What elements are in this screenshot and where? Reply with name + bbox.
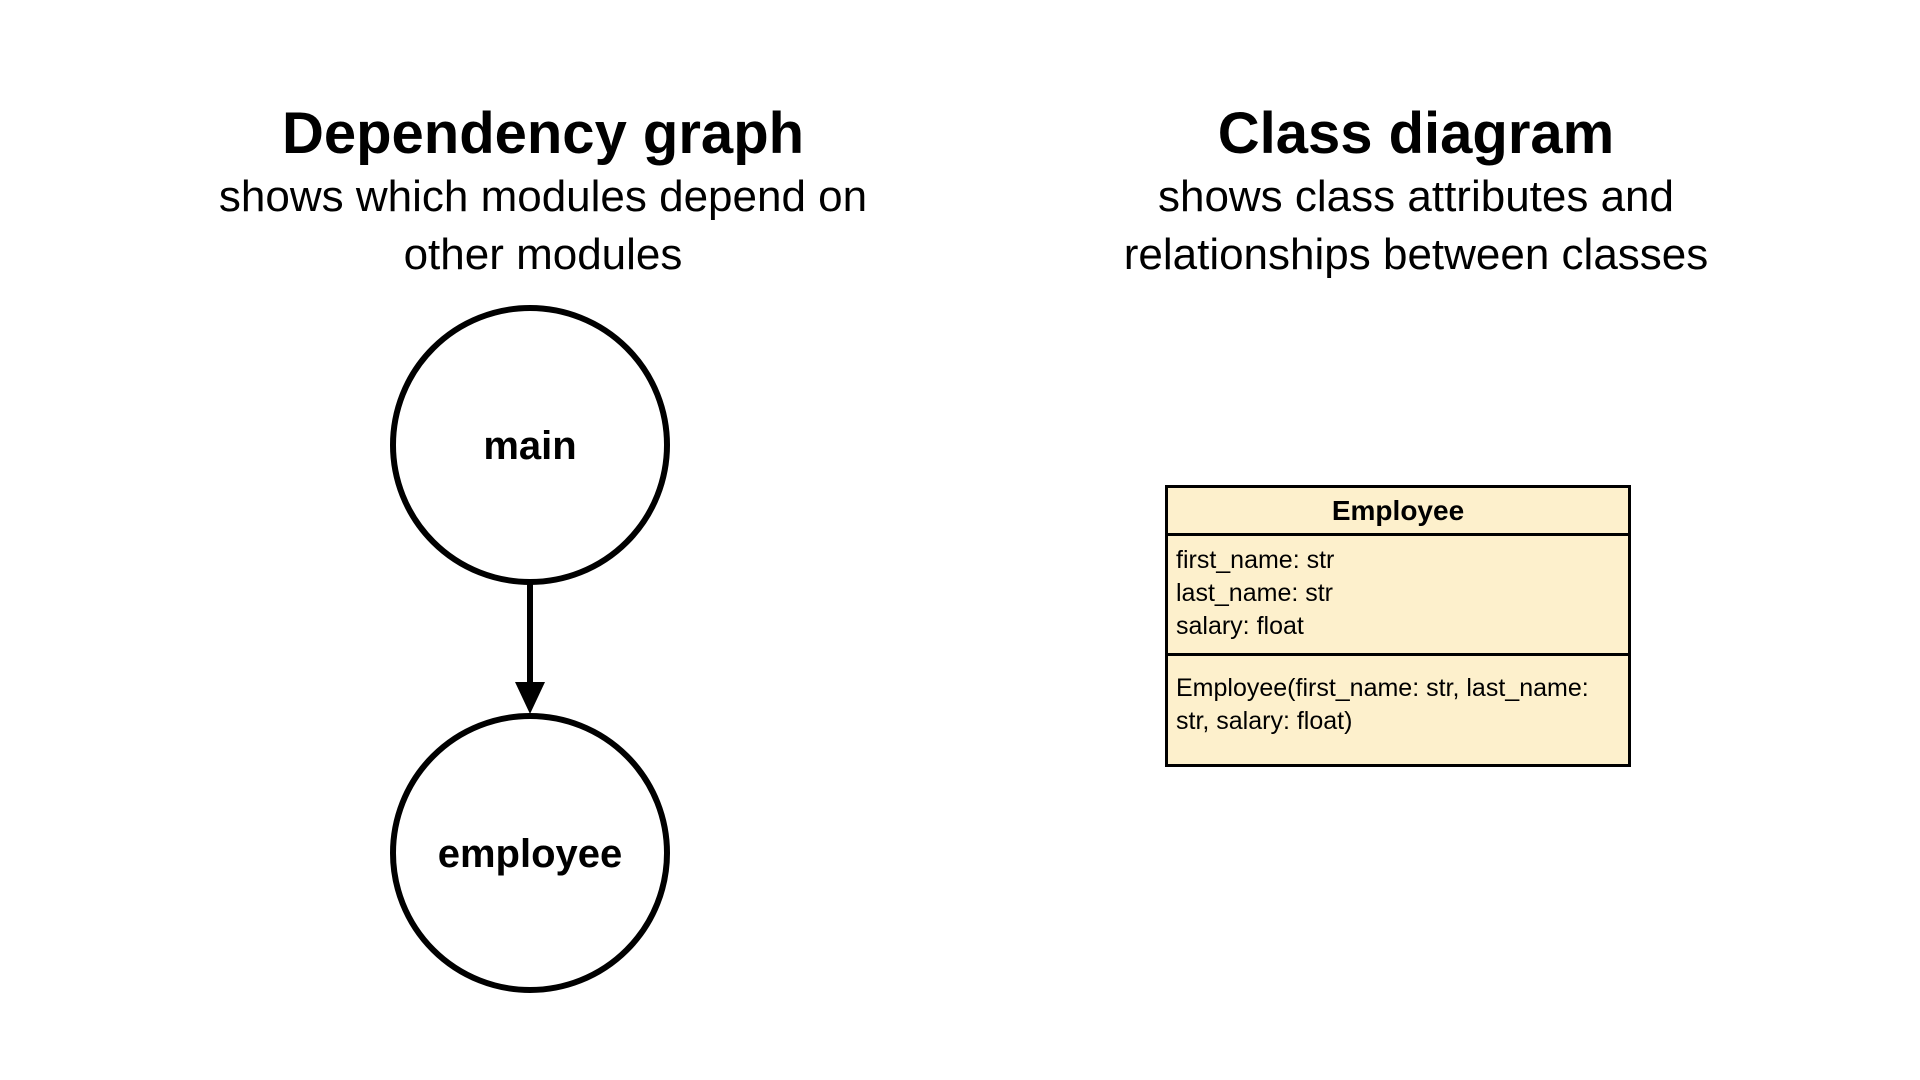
uml-method-line: str, salary: float): [1176, 707, 1353, 735]
dependency-edge-main-to-employee: [515, 582, 545, 714]
uml-attribute: salary: float: [1176, 612, 1304, 640]
class-diagram-subtitle-line-1: shows class attributes and: [1157, 172, 1675, 221]
module-node-main: main: [390, 305, 670, 585]
uml-attribute: first_name: str: [1176, 546, 1335, 574]
uml-class-employee: Employee first_name: str last_name: str …: [1165, 485, 1631, 767]
uml-class-methods: Employee(first_name: str, last_name: str…: [1168, 656, 1628, 764]
class-diagram-title: Class diagram: [1217, 101, 1615, 166]
uml-class-name: Employee: [1168, 488, 1628, 536]
uml-method-line: Employee(first_name: str, last_name:: [1176, 674, 1589, 702]
class-diagram-header: Class diagram shows class attributes and…: [1006, 100, 1826, 284]
arrowhead-icon: [515, 682, 545, 714]
uml-class-attributes: first_name: str last_name: str salary: f…: [1168, 536, 1628, 656]
module-node-employee-label: employee: [438, 832, 623, 876]
dependency-graph-header: Dependency graph shows which modules dep…: [143, 100, 943, 284]
dependency-graph-title: Dependency graph: [281, 101, 805, 166]
dependency-graph-subtitle-line-2: other modules: [403, 230, 683, 279]
module-node-main-label: main: [483, 424, 576, 468]
class-diagram-subtitle-line-2: relationships between classes: [1123, 230, 1709, 279]
uml-attribute: last_name: str: [1176, 579, 1334, 607]
dependency-graph-subtitle-line-1: shows which modules depend on: [218, 172, 868, 221]
module-node-employee: employee: [390, 713, 670, 993]
